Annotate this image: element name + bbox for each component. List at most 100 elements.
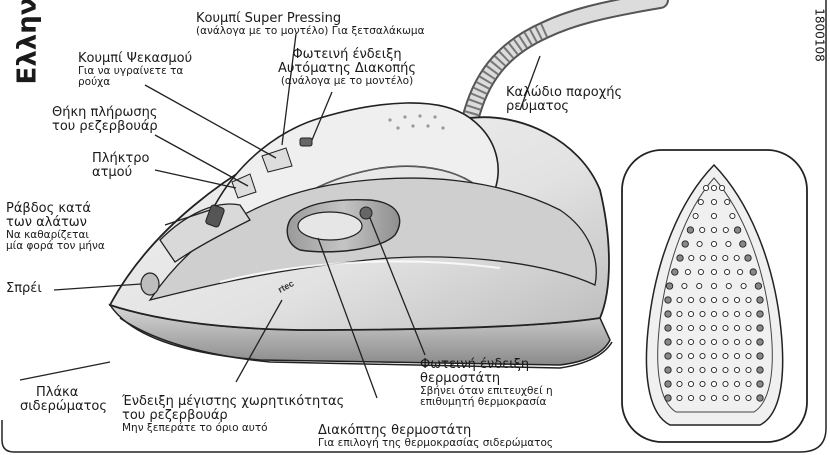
- label-steam-button-title2: ατμού: [92, 165, 132, 180]
- steam-hole: [726, 283, 731, 288]
- label-max-fill: Ένδειξη μέγιστης χωρητικότητας του ρεζερ…: [122, 395, 344, 434]
- steam-hole: [693, 213, 698, 218]
- steam-hole: [725, 199, 730, 204]
- steam-hole: [700, 381, 705, 386]
- label-anticalc-rod: Ράβδος κατά των αλάτων Να καθαρίζεται μί…: [6, 202, 105, 252]
- steam-hole: [723, 255, 728, 260]
- steam-hole: [723, 227, 728, 232]
- label-spray-button-title: Κουμπί Ψεκασμού: [78, 51, 192, 66]
- label-thermo-light-sub2: επιθυμητή θερμοκρασία: [420, 397, 553, 408]
- steam-hole: [688, 367, 693, 372]
- steam-hole: [665, 395, 671, 401]
- steam-hole: [711, 353, 716, 358]
- steam-hole: [700, 339, 705, 344]
- steam-hole: [730, 213, 735, 218]
- steam-hole: [677, 395, 682, 400]
- label-super-pressing: Κουμπί Super Pressing (ανάλογα με το μον…: [196, 12, 425, 37]
- steam-hole: [682, 241, 688, 247]
- label-anticalc-title2: των αλάτων: [6, 215, 87, 230]
- steam-hole: [750, 269, 756, 275]
- steam-hole: [677, 311, 682, 316]
- label-max-fill-title: Ένδειξη μέγιστης χωρητικότητας: [122, 394, 344, 409]
- steam-hole: [745, 255, 751, 261]
- steam-hole: [746, 353, 751, 358]
- steam-hole: [711, 185, 716, 190]
- steam-hole: [711, 255, 716, 260]
- steam-hole: [746, 325, 751, 330]
- steam-hole: [697, 283, 702, 288]
- steam-hole: [677, 353, 682, 358]
- steam-hole: [665, 311, 671, 317]
- steam-hole: [725, 269, 730, 274]
- label-filler-cap: Θήκη πλήρωσης του ρεζερβουάρ: [52, 106, 158, 134]
- label-steam-button-title: Πλήκτρο: [92, 151, 149, 166]
- label-max-fill-sub: Μην ξεπεράτε το όριο αυτό: [122, 423, 344, 434]
- steam-hole: [700, 353, 705, 358]
- steam-hole: [741, 283, 746, 288]
- steam-hole: [697, 241, 702, 246]
- steam-hole: [665, 353, 671, 359]
- steam-hole: [711, 227, 716, 232]
- steam-hole: [685, 269, 690, 274]
- steam-hole: [757, 325, 763, 331]
- steam-hole: [723, 297, 728, 302]
- steam-hole: [700, 367, 705, 372]
- steam-hole: [746, 297, 751, 302]
- steam-hole: [700, 325, 705, 330]
- steam-hole: [723, 367, 728, 372]
- steam-hole: [689, 255, 694, 260]
- steam-hole: [719, 185, 724, 190]
- label-thermostat-light: Φωτεινή ένδειξη θερμοστάτη Σβήνει όταν ε…: [420, 358, 553, 408]
- label-spray-button-sub2: ρούχα: [78, 77, 192, 88]
- steam-hole: [711, 297, 716, 302]
- steam-hole: [757, 367, 763, 373]
- steam-hole: [723, 311, 728, 316]
- steam-hole: [711, 241, 716, 246]
- steam-hole: [757, 297, 763, 303]
- label-anticalc-sub2: μία φορά τον μήνα: [6, 241, 105, 252]
- steam-hole: [711, 395, 716, 400]
- steam-hole: [723, 353, 728, 358]
- label-power-cord-title: Καλώδιο παροχής: [506, 85, 622, 100]
- steam-hole: [734, 255, 739, 260]
- auto-off-light-shape: [300, 138, 312, 146]
- label-power-cord: Καλώδιο παροχής ρεύματος: [506, 86, 622, 114]
- steam-hole: [665, 297, 671, 303]
- label-power-cord-title2: ρεύματος: [506, 99, 569, 114]
- steam-hole: [700, 255, 705, 260]
- steam-hole: [677, 297, 682, 302]
- steam-hole: [757, 395, 763, 401]
- steam-hole: [726, 241, 731, 246]
- label-auto-off-title: Φωτεινή ένδειξη: [292, 47, 401, 62]
- label-filler-cap-title2: του ρεζερβουάρ: [52, 119, 158, 134]
- steam-hole: [734, 395, 739, 400]
- steam-hole: [687, 227, 693, 233]
- steam-hole: [688, 297, 693, 302]
- steam-hole: [665, 367, 671, 373]
- steam-hole: [734, 339, 739, 344]
- steam-hole: [700, 227, 705, 232]
- label-spray-title: Σπρέι: [6, 281, 42, 296]
- label-filler-cap-title: Θήκη πλήρωσης: [52, 105, 158, 120]
- steam-hole: [688, 325, 693, 330]
- steam-hole: [711, 311, 716, 316]
- label-steam-button: Πλήκτρο ατμού: [92, 152, 149, 180]
- steam-hole: [688, 353, 693, 358]
- steam-hole: [723, 381, 728, 386]
- steam-hole: [746, 367, 751, 372]
- label-anticalc-title: Ράβδος κατά: [6, 201, 91, 216]
- steam-hole: [740, 241, 746, 247]
- document-code: 1800108: [813, 8, 827, 61]
- steam-hole: [698, 269, 703, 274]
- steam-hole: [688, 311, 693, 316]
- steam-hole: [665, 381, 671, 387]
- steam-hole: [734, 297, 739, 302]
- steam-hole: [757, 311, 763, 317]
- steam-hole: [711, 325, 716, 330]
- steam-hole: [703, 185, 708, 190]
- label-auto-off-light: Φωτεινή ένδειξη Αυτόματης Διακοπής (ανάλ…: [278, 48, 416, 87]
- steam-hole: [734, 227, 740, 233]
- steam-hole: [746, 395, 751, 400]
- steam-hole: [723, 339, 728, 344]
